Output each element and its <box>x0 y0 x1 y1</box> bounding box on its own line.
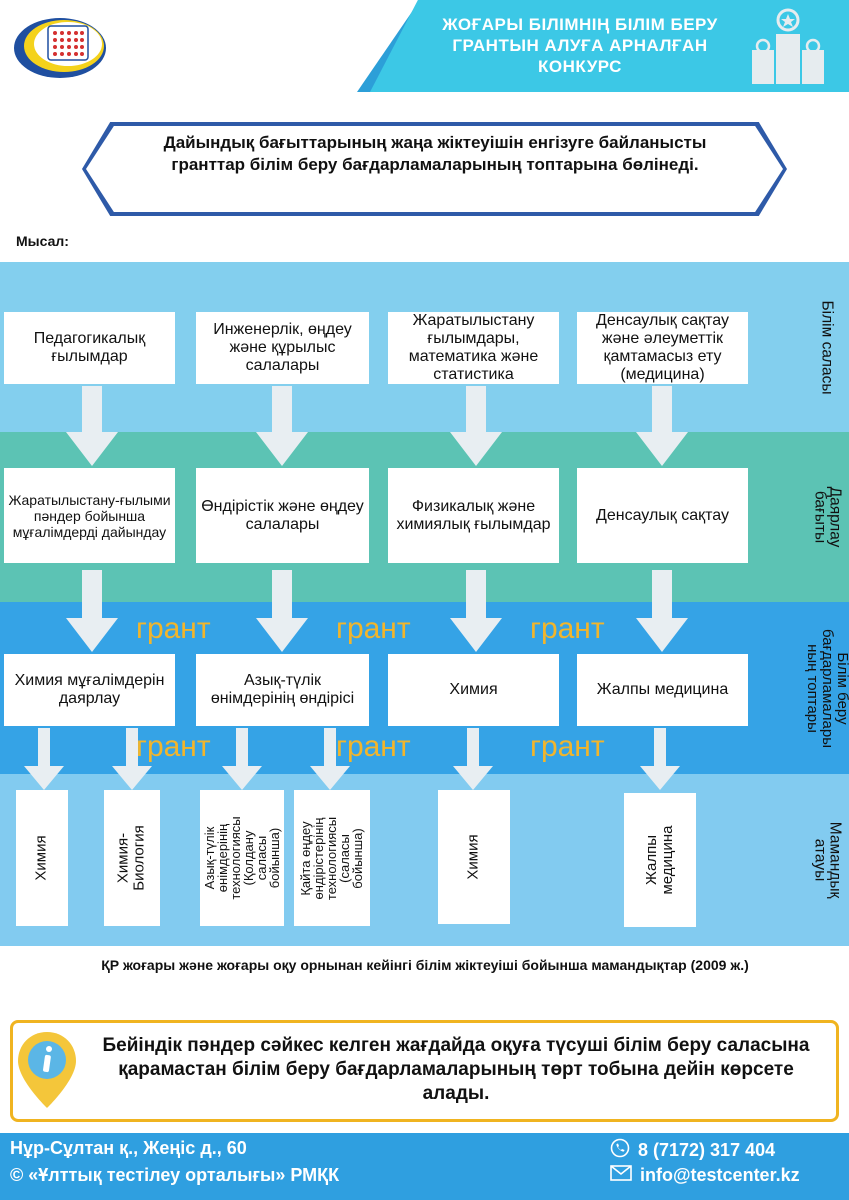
podium-icon <box>748 6 828 86</box>
specialty-box: Химия-Биология <box>104 790 160 926</box>
info-text: Бейіндік пәндер сәйкес келген жағдайда о… <box>102 1035 810 1104</box>
info-box <box>10 1020 839 1122</box>
program-group-box: Азық-түлік өнімдерінің өндірісі <box>196 654 369 726</box>
info-icon <box>16 1030 78 1110</box>
down-arrow-icon <box>450 386 502 466</box>
education-area-box: Педагогикалық ғылымдар <box>4 312 175 384</box>
down-arrow-icon <box>310 728 350 790</box>
email-icon <box>610 1165 632 1186</box>
program-group-box: Химия <box>388 654 559 726</box>
down-arrow-icon <box>636 386 688 466</box>
down-arrow-icon <box>453 728 493 790</box>
footer-organization: © «Ұлттық тестілеу орталығы» РМҚК <box>10 1165 340 1185</box>
phone-number: 8 (7172) 317 404 <box>638 1140 776 1160</box>
grant-label: грант <box>136 730 211 763</box>
row-label-specialty: Мамандық атауы <box>811 821 844 899</box>
down-arrow-icon <box>636 570 688 652</box>
down-arrow-icon <box>256 386 308 466</box>
training-direction-box: Физикалық және химиялық ғылымдар <box>388 468 559 563</box>
education-area-box: Денсаулық сақтау және әлеуметтік қамтама… <box>577 312 748 384</box>
down-arrow-icon <box>256 570 308 652</box>
specialty-box: Азық-түлік өнімдерінің технологиясы (Қол… <box>200 790 284 926</box>
down-arrow-icon <box>112 728 152 790</box>
row-label-program-groups: Білім беру бағдарламалары ның топтары <box>803 628 849 748</box>
footer-email[interactable]: info@testcenter.kz <box>610 1165 800 1186</box>
grant-label: грант <box>530 730 605 763</box>
specialty-box: Химия <box>16 790 68 926</box>
grant-label: грант <box>336 612 411 645</box>
down-arrow-icon <box>66 570 118 652</box>
header-title: ЖОҒАРЫ БІЛІМНІҢ БІЛІМ БЕРУ ГРАНТЫН АЛУҒА… <box>442 15 718 76</box>
training-direction-box: Өндірістік және өңдеу салалары <box>196 468 369 563</box>
program-group-box: Химия мұғалімдерін даярлау <box>4 654 175 726</box>
example-label: Мысал: <box>16 233 69 249</box>
intro-text: Дайындық бағыттарының жаңа жіктеуішін ен… <box>163 133 707 174</box>
down-arrow-icon <box>640 728 680 790</box>
education-area-box: Жаратылыстану ғылымдары, математика және… <box>388 312 559 384</box>
training-direction-box: Жаратылыстану-ғылыми пәндер бойынша мұға… <box>4 468 175 563</box>
footer-address: Нұр-Сұлтан қ., Жеңіс д., 60 <box>10 1138 247 1158</box>
down-arrow-icon <box>222 728 262 790</box>
specialty-box: Жалпы медицина <box>624 793 696 927</box>
email-address: info@testcenter.kz <box>640 1165 800 1185</box>
specialty-box: Қайта өңдеу өндірістерінің технологиясы … <box>294 790 370 926</box>
program-group-box: Жалпы медицина <box>577 654 748 726</box>
grant-label: грант <box>136 612 211 645</box>
classifier-caption: ҚР жоғары және жоғары оқу орнынан кейінг… <box>101 957 749 973</box>
row-label-education-area: Білім саласы <box>818 300 836 394</box>
education-area-box: Инженерлік, өңдеу және құрылыс салалары <box>196 312 369 384</box>
down-arrow-icon <box>24 728 64 790</box>
grant-label: грант <box>530 612 605 645</box>
grant-label: грант <box>336 730 411 763</box>
footer: Нұр-Сұлтан қ., Жеңіс д., 60 © «Ұлттық те… <box>0 1133 849 1200</box>
phone-icon <box>610 1138 630 1163</box>
specialty-box: Химия <box>438 790 510 924</box>
testcenter-logo <box>10 6 110 84</box>
down-arrow-icon <box>66 386 118 466</box>
row-label-training-direction: Даярлау бағыты <box>811 486 843 548</box>
training-direction-box: Денсаулық сақтау <box>577 468 748 563</box>
footer-phone[interactable]: 8 (7172) 317 404 <box>610 1138 775 1163</box>
intro-frame-inner <box>86 126 783 212</box>
down-arrow-icon <box>450 570 502 652</box>
